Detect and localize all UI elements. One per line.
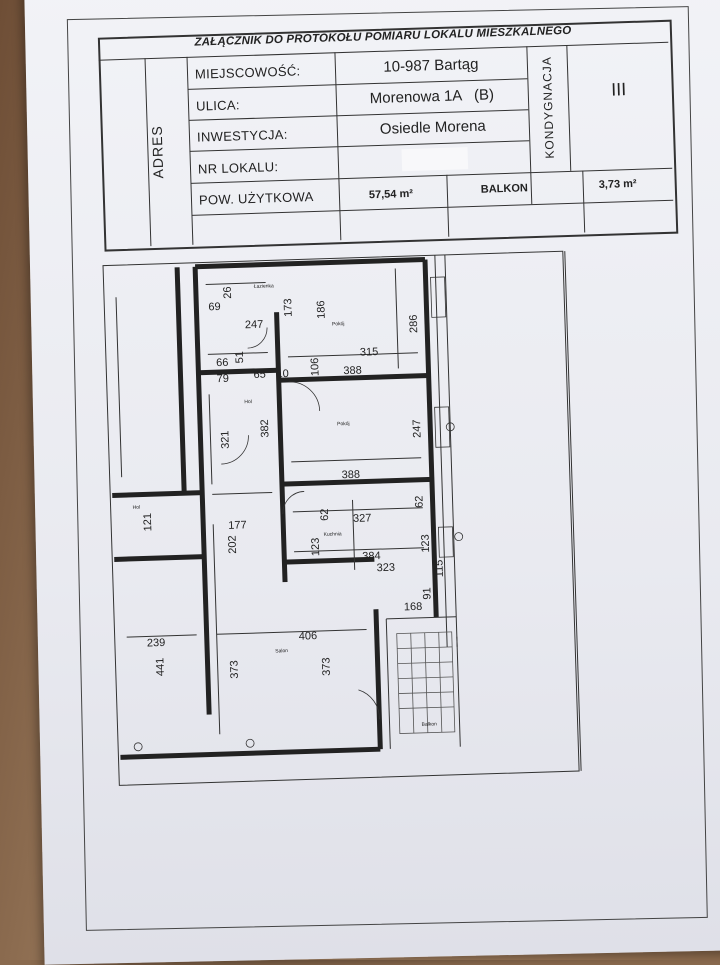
redacted-area — [401, 147, 469, 172]
dim-label: 91 — [421, 587, 433, 600]
room-label-salon: Salon — [275, 648, 288, 654]
paper-sheet: ZAŁĄCZNIK DO PROTOKOŁU POMIARU LOKALU MI… — [24, 0, 720, 965]
dim-label: 388 — [343, 365, 362, 378]
room-label-pokoj-1: Pokój — [332, 321, 345, 327]
dim-label: 286 — [408, 314, 421, 333]
dim-label: 239 — [147, 637, 166, 650]
dim-label: 177 — [228, 519, 247, 532]
dim-label: 79 — [216, 373, 229, 385]
dim-label: 123 — [310, 538, 323, 557]
dim-label: 186 — [315, 300, 328, 319]
dim-label: 115 — [433, 560, 446, 578]
dim-label: 121 — [142, 513, 155, 532]
dim-label: 406 — [299, 630, 318, 643]
label-nr-lokalu: NR LOKALU: — [197, 159, 279, 177]
dim-label: 373 — [320, 657, 333, 676]
dim-label: 321 — [219, 430, 232, 449]
value-balkon: 3,73 m² — [598, 177, 637, 192]
dim-label: 69 — [208, 301, 221, 313]
door-arcs — [221, 327, 380, 720]
dim-label: 62 — [413, 495, 425, 508]
dim-label: 106 — [309, 357, 322, 376]
dim-label: 315 — [360, 346, 379, 359]
document-content: ZAŁĄCZNIK DO PROTOKOŁU POMIARU LOKALU MI… — [24, 0, 720, 965]
dim-label: 173 — [282, 298, 295, 317]
dim-label: 10 — [276, 368, 289, 380]
walls — [112, 257, 439, 760]
dim-label: 441 — [154, 658, 167, 677]
dim-label: 382 — [259, 419, 272, 438]
plan-border — [102, 250, 580, 786]
dim-label: 323 — [376, 562, 395, 575]
dim-label: 62 — [319, 508, 331, 521]
dim-label: 51 — [234, 351, 246, 364]
dim-label: 247 — [411, 419, 424, 438]
label-ulica: ULICA: — [195, 97, 240, 114]
value-kondygnacja: III — [610, 79, 627, 100]
floor-plan-drawing: 69 26 247 173 186 286 66 51 79 65 10 106… — [102, 250, 582, 786]
dim-label: 168 — [404, 601, 423, 614]
balcony-tiles — [396, 631, 456, 734]
floor-plan: 69 26 247 173 186 286 66 51 79 65 10 106… — [95, 241, 652, 803]
label-inwestycja: INWESTYCJA: — [196, 126, 288, 145]
value-pow-uzytkowa: 57,54 m² — [368, 187, 414, 202]
dim-label: 123 — [420, 534, 433, 553]
dim-label: 373 — [228, 660, 241, 679]
label-balkon: BALKON — [480, 182, 529, 196]
room-label-pokoj-2: Pokój — [337, 421, 350, 427]
room-label-hol: Hol — [244, 399, 252, 405]
dim-label: 388 — [342, 469, 361, 482]
dim-label: 26 — [222, 286, 234, 299]
room-label-hol-left: Hol — [133, 505, 141, 511]
room-label-balkon: Balkon — [421, 721, 437, 727]
dim-label: 247 — [245, 319, 264, 332]
thin-walls — [115, 251, 582, 771]
dim-label: 384 — [362, 550, 381, 563]
dim-label: 327 — [353, 512, 372, 525]
section-label-adres: ADRES — [148, 125, 167, 179]
room-label-kuchnia: Kuchnia — [323, 531, 341, 538]
window-markers — [133, 276, 464, 752]
room-label-lazienka: Łazienka — [254, 283, 274, 290]
dim-label: 202 — [227, 535, 240, 554]
dim-label: 66 — [216, 357, 229, 369]
dim-label: 65 — [253, 369, 266, 381]
